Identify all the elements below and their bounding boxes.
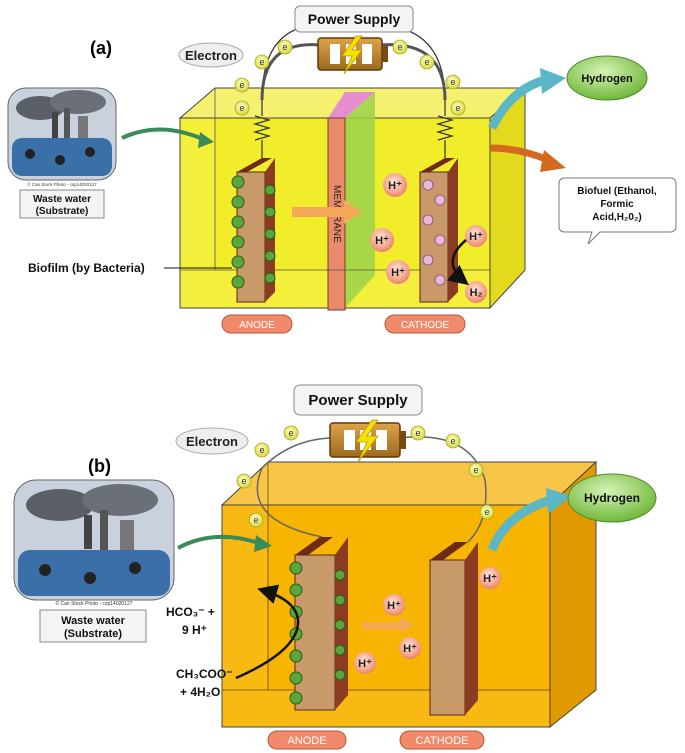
panel-a-tag: (a) — [90, 38, 112, 58]
electron-label-a: Electron — [178, 42, 244, 68]
svg-text:H⁺: H⁺ — [483, 573, 497, 585]
hydrogen-ions-a: H⁺ H⁺ H⁺ H⁺ H₂ — [370, 173, 487, 303]
hydrogen-arrow-a — [487, 75, 547, 131]
hydrogen-bubble-a: Hydrogen — [566, 55, 648, 101]
svg-text:Electron: Electron — [186, 434, 238, 449]
svg-text:H⁺: H⁺ — [391, 267, 405, 279]
power-supply-label-a: Power Supply — [308, 11, 401, 27]
svg-text:e: e — [288, 428, 293, 438]
battery-icon — [317, 35, 388, 75]
svg-text:e: e — [253, 515, 258, 525]
ion-flow-arrow-b — [362, 617, 414, 633]
svg-text:ANODE: ANODE — [239, 320, 275, 331]
svg-text:e: e — [259, 57, 264, 67]
waste-water-image-a — [7, 87, 117, 181]
tank-b-top — [220, 461, 598, 506]
svg-text:H⁺: H⁺ — [358, 658, 372, 670]
hydrogen-arrow-b — [487, 495, 552, 552]
membrane-top — [328, 92, 375, 118]
svg-text:Acid,H₂0₂): Acid,H₂0₂) — [592, 212, 641, 223]
power-supply-box-b: Power Supply — [293, 384, 423, 416]
hydrogen-bubble-b: Hydrogen — [567, 473, 657, 523]
svg-text:H⁺: H⁺ — [403, 643, 417, 655]
svg-text:CATHODE: CATHODE — [401, 320, 449, 331]
svg-text:Formic: Formic — [600, 199, 634, 210]
waste-water-label-a: Waste water (Substrate) — [19, 189, 105, 219]
svg-text:e: e — [450, 436, 455, 446]
power-supply-label-b: Power Supply — [308, 392, 408, 409]
anode-label-b: ANODE — [267, 730, 347, 750]
svg-text:H₂: H₂ — [470, 287, 483, 299]
svg-text:e: e — [484, 507, 489, 517]
ch3coo-label-line2: + 4H₂O — [180, 685, 220, 699]
svg-text:(Substrate): (Substrate) — [36, 206, 89, 217]
cathode-chamber-green — [345, 92, 375, 308]
waste-water-image-b — [13, 479, 175, 601]
electron-label-b: Electron — [175, 427, 249, 455]
svg-text:e: e — [450, 77, 455, 87]
svg-text:CATHODE: CATHODE — [416, 735, 469, 747]
hplus-to-h2-arrow — [447, 239, 469, 286]
hco3-label-line1: HCO₃⁻ + — [166, 605, 215, 619]
svg-text:e: e — [415, 428, 420, 438]
electron-particles-a: e e e e e e e e — [234, 39, 466, 116]
biofilm-label: Biofilm (by Bacteria) — [28, 261, 145, 275]
electron-path-left — [260, 43, 321, 101]
svg-text:(Substrate): (Substrate) — [64, 628, 122, 640]
svg-text:Hydrogen: Hydrogen — [584, 491, 640, 505]
panel-b: (b) — [13, 384, 657, 750]
waste-inflow-arrow-b — [177, 534, 263, 550]
svg-text:e: e — [455, 103, 460, 113]
battery-icon-b — [329, 419, 406, 463]
electron-path-right-b — [399, 436, 487, 543]
cathode-label-b: CATHODE — [399, 730, 485, 750]
cathode-label-a: CATHODE — [384, 314, 466, 334]
svg-text:Waste water: Waste water — [61, 615, 126, 627]
svg-text:e: e — [473, 465, 478, 475]
hydrogen-ions-b: H⁺ H⁺ H⁺ H⁺ — [354, 567, 501, 674]
svg-text:H⁺: H⁺ — [375, 235, 389, 247]
photo-credit-b: © Can Stock Photo - csp14020127 — [55, 600, 132, 607]
svg-text:H⁺: H⁺ — [388, 180, 402, 192]
svg-text:e: e — [424, 57, 429, 67]
svg-text:e: e — [239, 103, 244, 113]
oxidation-arrow — [235, 584, 300, 680]
svg-text:Waste water: Waste water — [33, 194, 91, 205]
panel-b-tag: (b) — [88, 456, 111, 476]
svg-text:e: e — [241, 476, 246, 486]
waste-inflow-arrow-a — [121, 127, 206, 142]
electron-path-left-b — [256, 437, 331, 538]
svg-text:e: e — [239, 80, 244, 90]
power-supply-box-a: Power Supply — [294, 5, 414, 33]
anode-label-a: ANODE — [221, 314, 293, 334]
biofilm-bacteria — [231, 175, 276, 289]
ch3coo-label-line1: CH₃COO⁻ — [176, 667, 233, 681]
svg-text:H⁺: H⁺ — [387, 600, 401, 612]
ion-flow-arrow-a — [292, 200, 362, 224]
svg-text:e: e — [259, 445, 264, 455]
electron-particles-b: e e e e e e e e — [236, 425, 495, 528]
cathode-microbes — [422, 179, 446, 286]
waste-water-label-b: Waste water (Substrate) — [39, 609, 147, 643]
panel-a: (a) MEMBRANE — [7, 5, 677, 334]
svg-text:ANODE: ANODE — [287, 735, 326, 747]
cathode-electrode-b — [429, 542, 478, 716]
hco3-label-line2: 9 H⁺ — [182, 623, 207, 637]
svg-text:e: e — [397, 42, 402, 52]
svg-text:H⁺: H⁺ — [469, 231, 483, 243]
biofuel-callout: Biofuel (Ethanol, Formic Acid,H₂0₂) — [558, 177, 677, 245]
svg-text:Biofuel (Ethanol,: Biofuel (Ethanol, — [577, 186, 657, 197]
photo-credit-a: © Can Stock Photo - csp14020127 — [27, 181, 97, 187]
svg-text:Hydrogen: Hydrogen — [581, 73, 633, 85]
tank-b-side — [549, 460, 597, 729]
svg-text:Electron: Electron — [185, 48, 237, 63]
svg-text:e: e — [282, 42, 287, 52]
